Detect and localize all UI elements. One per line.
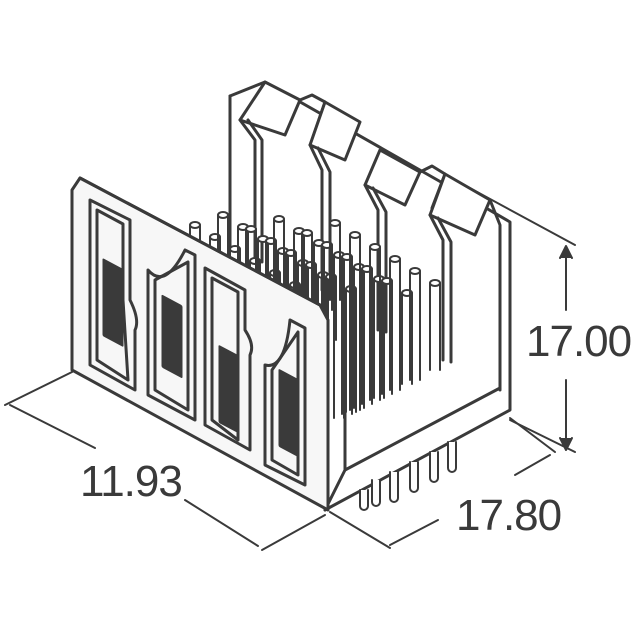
dimension-height-label: 17.00: [526, 317, 632, 366]
dimension-lines: [4, 179, 576, 551]
front-wall: [70, 176, 330, 512]
tail-pins: [359, 441, 457, 511]
front-windows: [88, 198, 307, 487]
dimension-width-label: 11.93: [80, 457, 183, 506]
dimension-depth-label: 17.80: [456, 491, 562, 540]
